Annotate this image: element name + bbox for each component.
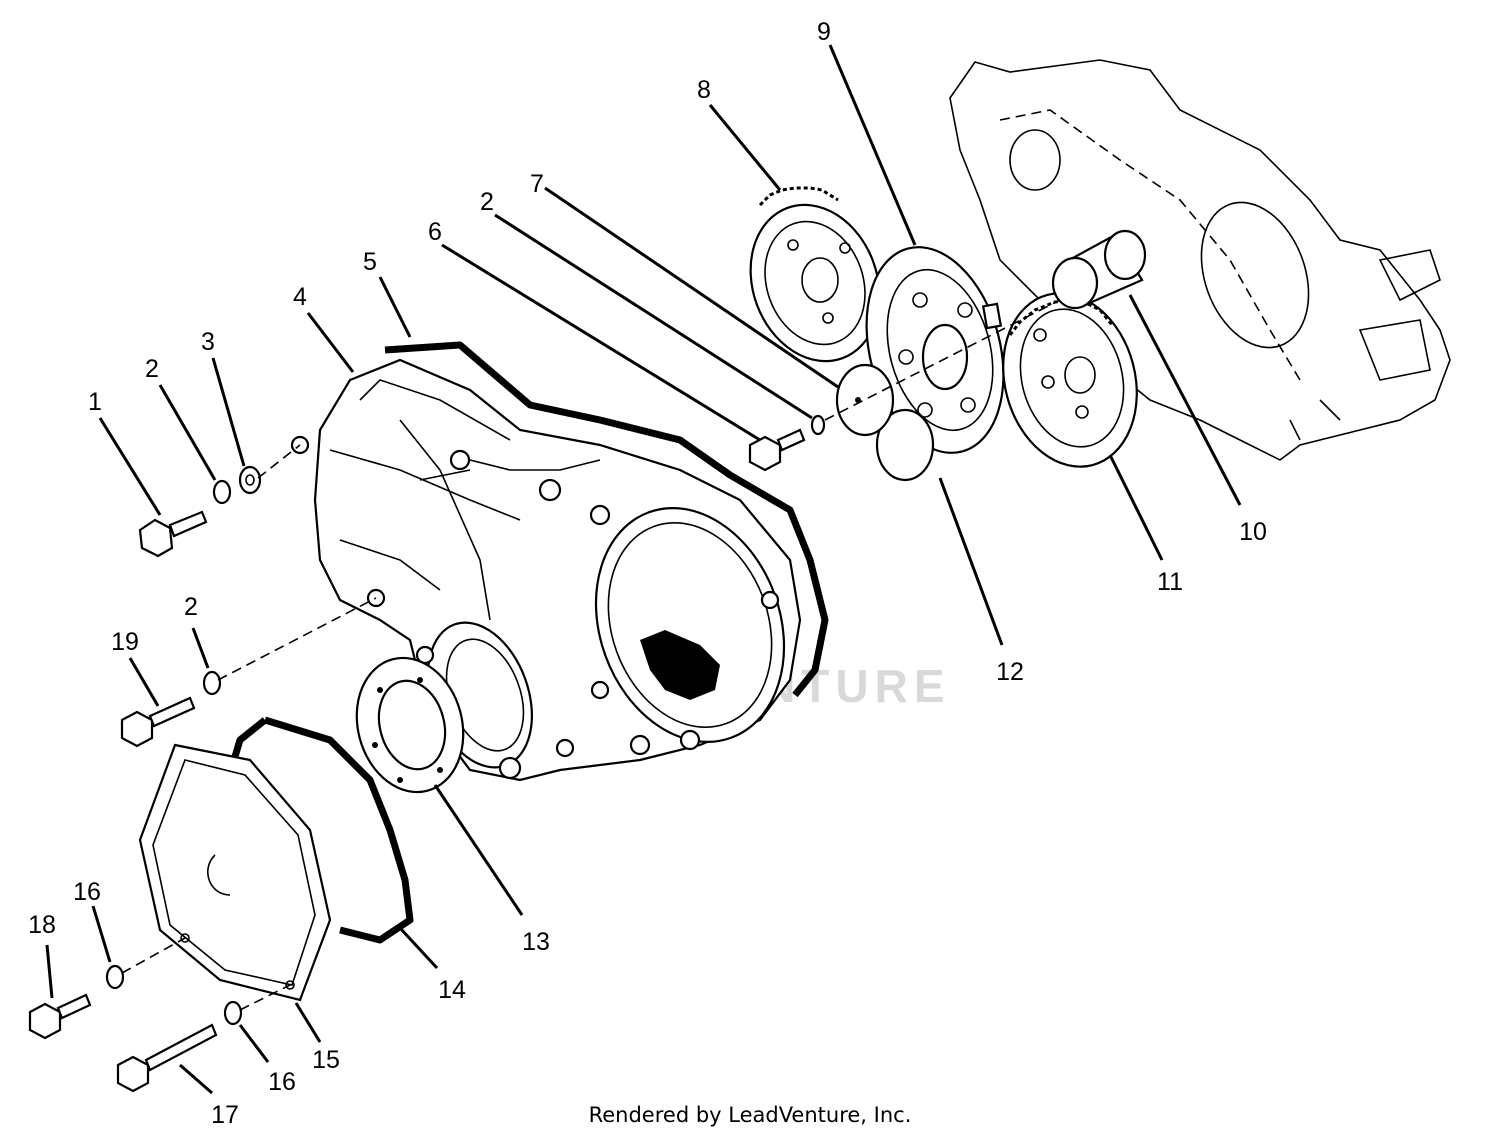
callout-15: 15 [312,1046,340,1074]
callout-7: 7 [530,170,544,198]
bolt-18 [28,993,92,1040]
bolt-17 [116,1023,218,1093]
washer-16b [223,1000,243,1026]
bolt-6 [748,428,806,472]
gear-8 [749,186,881,363]
callout-17: 17 [211,1101,239,1129]
callout-11: 11 [1157,568,1183,596]
callout-4: 4 [293,283,307,311]
washer-2a [212,479,232,505]
callout-2-washer-lower: 2 [184,593,198,621]
seal-13 [355,656,465,794]
callout-1: 1 [88,388,102,416]
washer-16a [105,964,125,990]
callout-10: 10 [1239,518,1267,546]
bolt-1 [138,510,208,558]
gear-12-hub [875,408,935,482]
washer-2b [810,414,826,436]
callout-3: 3 [201,328,215,356]
bushing-10 [1051,229,1147,310]
callout-16-lower: 16 [268,1068,296,1096]
callout-5: 5 [363,248,377,276]
callout-13: 13 [522,928,550,956]
callout-19: 19 [111,628,139,656]
callout-14: 14 [438,976,466,1004]
callout-18: 18 [28,911,56,939]
gear-11 [981,292,1138,468]
cover-plate-15 [138,743,332,1002]
footer-credit: Rendered by LeadVenture, Inc. [589,1103,912,1127]
leader-lines [45,44,1242,1095]
callout-16-upper: 16 [73,878,101,906]
callout-2-washer-upper: 2 [480,188,494,216]
callout-8: 8 [697,76,711,104]
gasket-5 [384,341,829,698]
gear-9 [865,246,1005,454]
thrust-disc-7 [835,363,895,437]
callout-9: 9 [817,18,831,46]
callout-12: 12 [996,658,1024,686]
washer-3 [238,465,262,495]
callout-6: 6 [428,218,442,246]
callout-2-washer-left: 2 [145,355,159,383]
bolt-19 [120,696,196,748]
washer-2c [202,670,222,696]
